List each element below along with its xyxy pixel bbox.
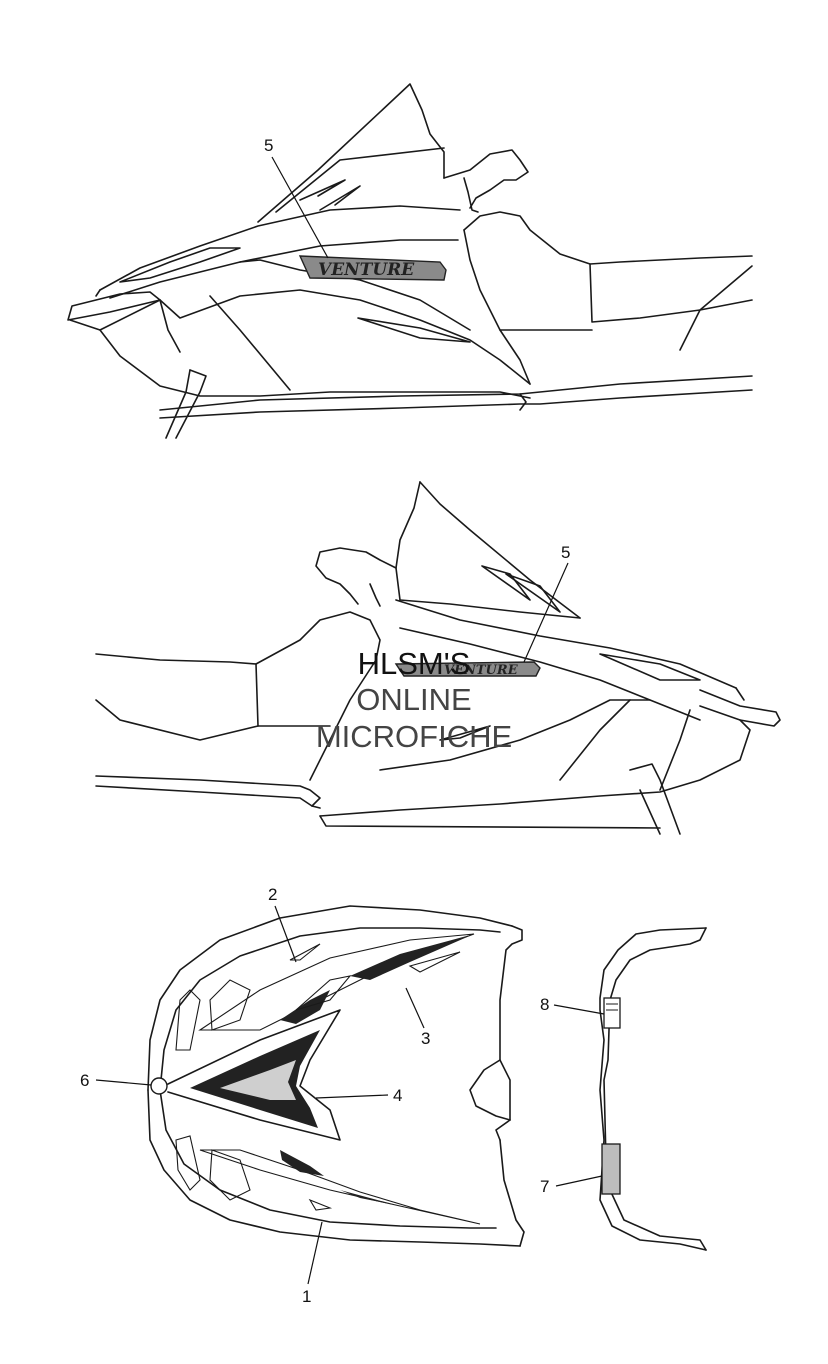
callout-7: 7 [540, 1177, 549, 1196]
callout-5-top: 5 [264, 136, 273, 155]
callout-6: 6 [80, 1071, 89, 1090]
watermark-line-1: HLSM'S [357, 646, 471, 681]
watermark-line-3: MICROFICHE [315, 719, 513, 754]
snowmobile-side-view-left: VENTURE [67, 83, 753, 439]
rear-panel-view [599, 927, 707, 1251]
watermark-line-2: ONLINE [356, 682, 472, 717]
callout-3: 3 [421, 1029, 430, 1048]
callout-1: 1 [302, 1287, 311, 1306]
decal-8 [603, 997, 621, 1029]
decal-text-left: VENTURE [318, 260, 415, 280]
snowmobile-side-view-right: VENTURE [95, 481, 781, 835]
hood-top-view [147, 905, 525, 1247]
decal-7 [601, 1143, 621, 1195]
callout-5-middle: 5 [561, 543, 570, 562]
venture-decal-left: VENTURE [298, 255, 447, 281]
callout-8: 8 [540, 995, 549, 1014]
decal-text-right: VENTURE [444, 663, 519, 678]
venture-decal-right: VENTURE [394, 661, 541, 678]
callout-2: 2 [268, 885, 277, 904]
callout-4: 4 [393, 1086, 402, 1105]
